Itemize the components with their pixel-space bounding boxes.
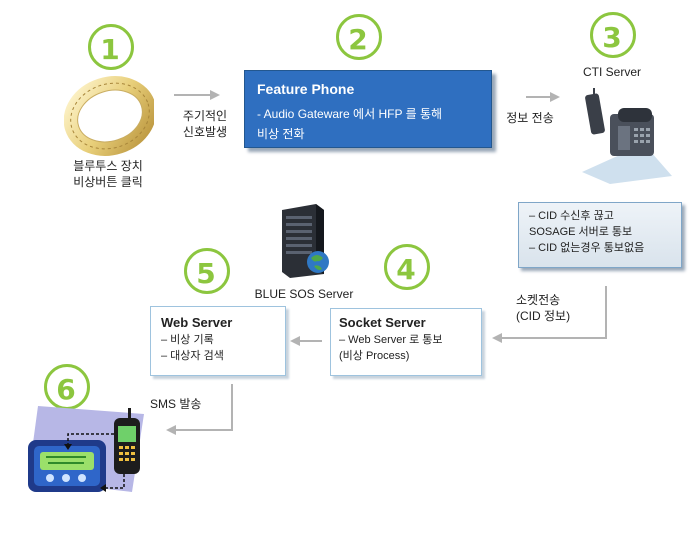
socket-server-line2: (비상 Process)	[339, 350, 410, 362]
socket-server-line1: – Web Server 로 통보	[339, 334, 443, 346]
arrow-cti-to-socket	[492, 286, 607, 343]
bluetooth-bracelet-icon	[64, 76, 154, 156]
cti-notes-box: – CID 수신후 끊고 SOSAGE 서버로 통보 – CID 없는경우 통보…	[518, 202, 682, 268]
feature-phone-line1: - Audio Gateware 에서 HFP 를 통해	[257, 107, 443, 121]
web-server-line1: – 비상 기록	[161, 334, 214, 346]
blue-sos-server-label: BLUE SOS Server	[254, 287, 354, 301]
socket-server-box: Socket Server – Web Server 로 통보 (비상 Proc…	[330, 308, 482, 376]
socket-transfer-label: 소켓전송 (CID 정보)	[516, 293, 571, 323]
step-3-number: 3	[590, 12, 636, 58]
cti-phone-icon	[582, 88, 672, 184]
arrow-phone-to-cti	[526, 92, 560, 102]
feature-phone-line2: 비상 전화	[257, 127, 305, 141]
info-transfer-label: 정보 전송	[506, 111, 554, 125]
bracelet-caption: 블루투스 장치 비상버튼 클릭	[73, 159, 143, 189]
socket-server-title: Socket Server	[339, 315, 426, 330]
step-1-number: 1	[88, 24, 134, 70]
step-5-number: 5	[184, 248, 230, 294]
sms-send-label: SMS 발송	[150, 397, 202, 411]
arrow-web-to-sms	[166, 384, 233, 435]
cti-note-line1: – CID 수신후 끊고	[529, 210, 614, 222]
periodic-signal-label: 주기적인 신호발생	[182, 109, 228, 139]
cti-note-line2: SOSAGE 서버로 통보	[529, 226, 633, 238]
pager-and-mobile-icon	[28, 406, 144, 492]
step-2-number: 2	[336, 14, 382, 60]
arrow-bracelet-to-phone	[174, 90, 220, 100]
web-server-title: Web Server	[161, 315, 233, 330]
feature-phone-title: Feature Phone	[257, 81, 355, 97]
cti-server-title: CTI Server	[582, 65, 641, 79]
feature-phone-box: Feature Phone - Audio Gateware 에서 HFP 를 …	[244, 70, 492, 148]
server-tower-icon	[282, 204, 329, 278]
step-4-number: 4	[384, 244, 430, 290]
web-server-box: Web Server – 비상 기록 – 대상자 검색	[150, 306, 286, 376]
arrow-socket-to-web	[290, 336, 322, 346]
web-server-line2: – 대상자 검색	[161, 350, 224, 362]
cti-note-line3: – CID 없는경우 통보없음	[529, 242, 645, 254]
